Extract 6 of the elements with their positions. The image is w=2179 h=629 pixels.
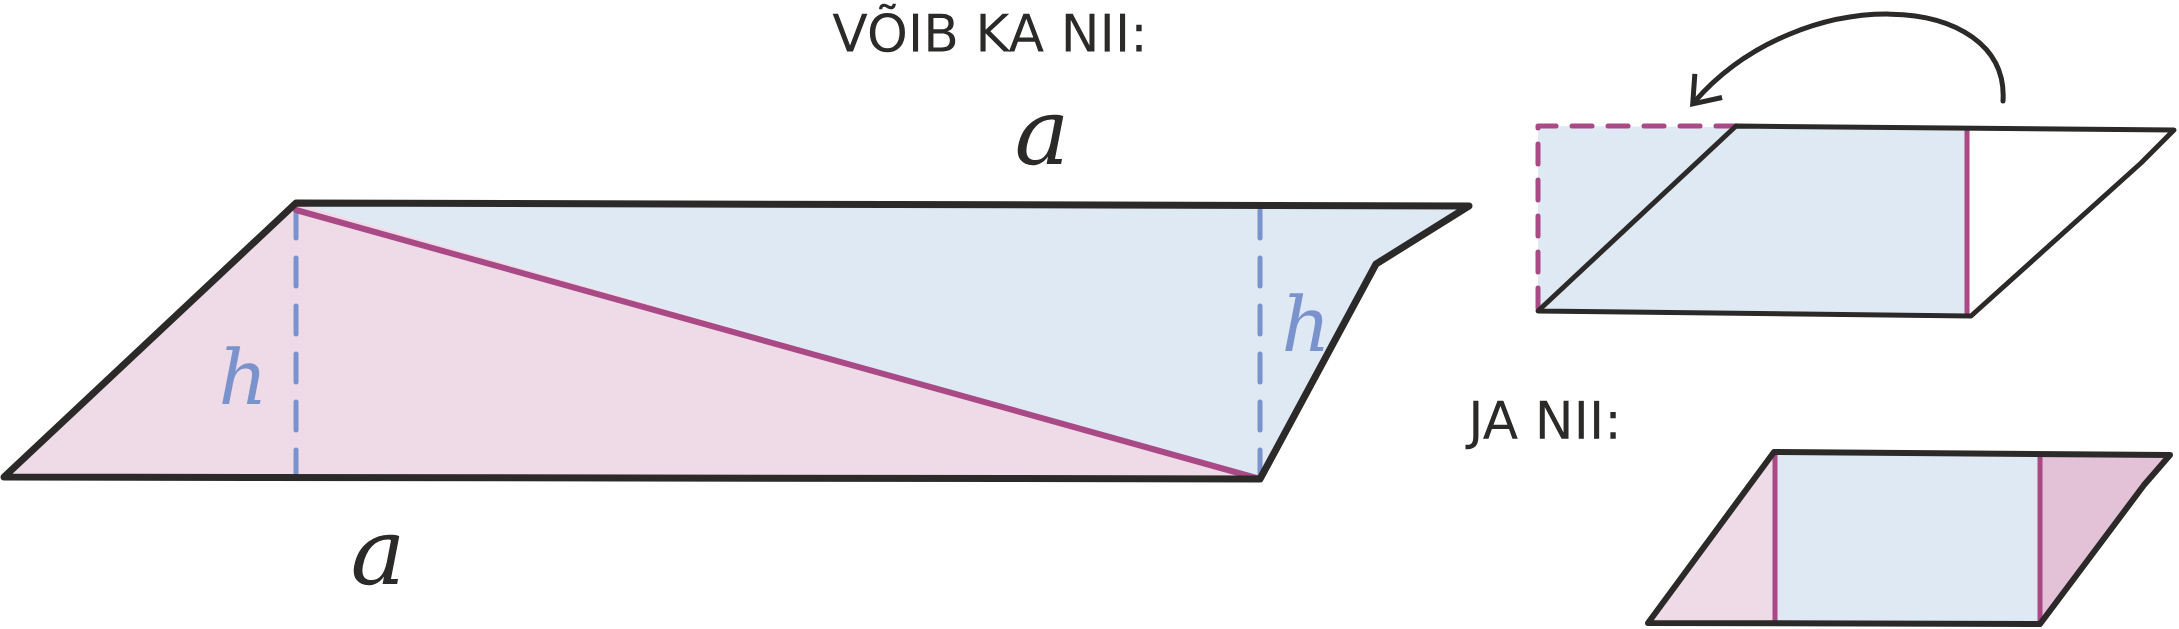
side-label: a	[1017, 114, 1064, 166]
height-label: h	[1285, 293, 1324, 351]
heading-text: JA NII:	[1465, 400, 1616, 450]
heading-text: VÕIB KA NII:	[832, 3, 1142, 53]
side-label: a	[353, 534, 400, 586]
height-label: h	[222, 346, 261, 404]
